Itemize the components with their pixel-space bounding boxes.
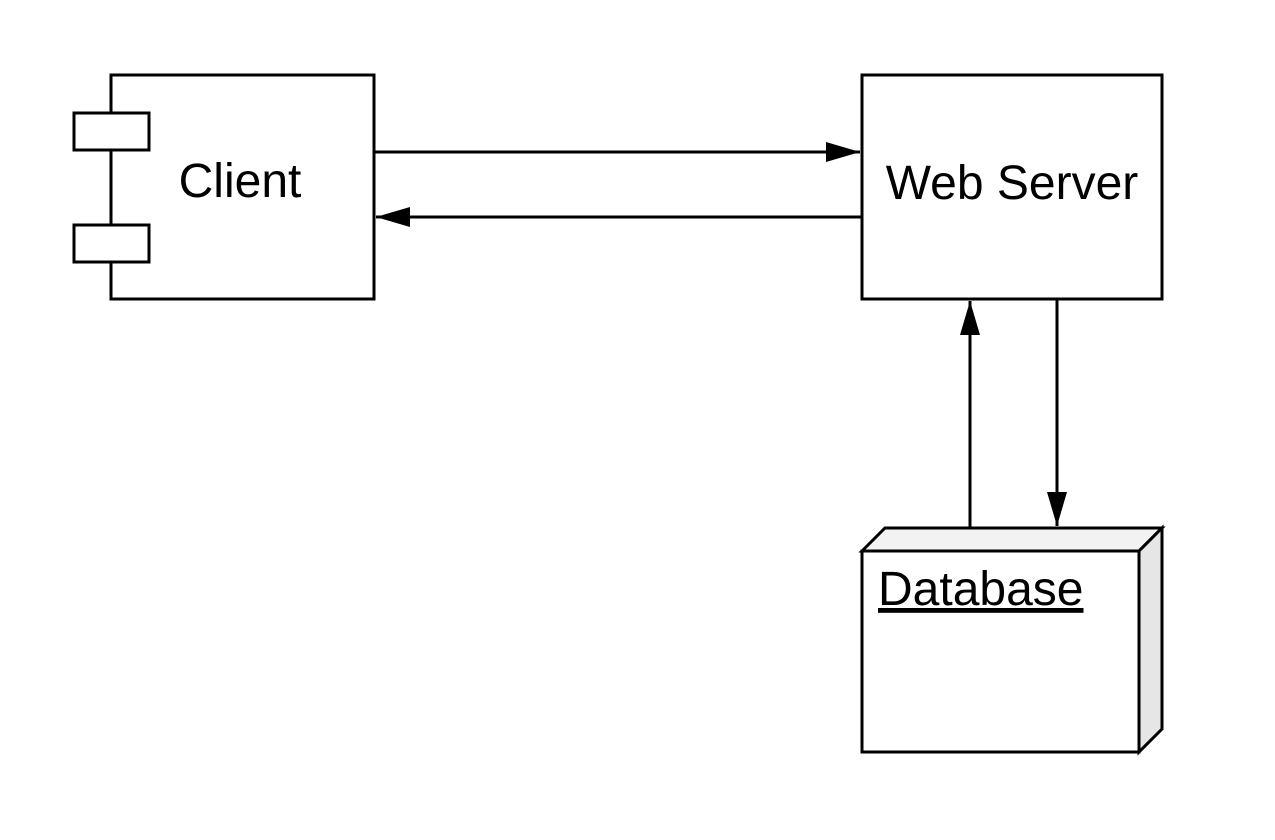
database-top-face	[858, 526, 1166, 553]
web-server-body	[860, 73, 1164, 301]
client-body	[109, 73, 376, 301]
web-server-label: Web Server	[886, 157, 1139, 210]
client-port-bottom	[72, 223, 151, 264]
client-component: Client	[72, 73, 376, 301]
client-port-top	[72, 111, 151, 152]
database-label: Database	[878, 563, 1083, 616]
client-label: Client	[179, 155, 302, 208]
web-server-box: Web Server	[860, 73, 1164, 301]
database-front-face	[860, 549, 1141, 754]
database-node: Database	[858, 524, 1166, 756]
database-side-face	[1137, 524, 1164, 756]
